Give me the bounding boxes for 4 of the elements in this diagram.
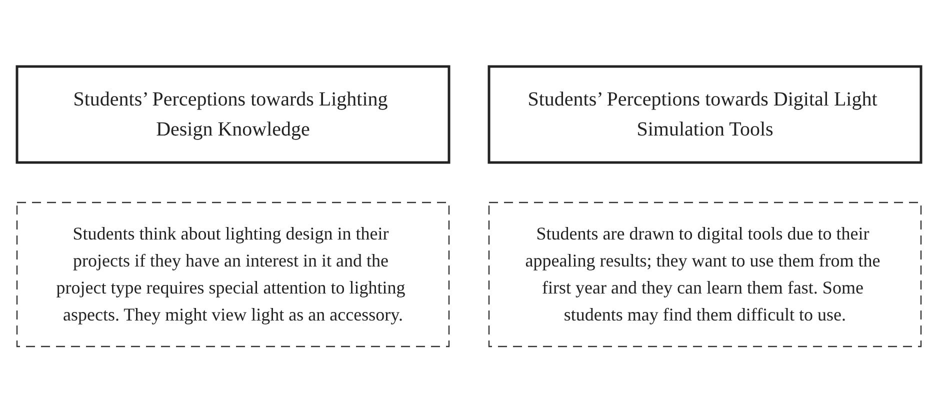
node-box: Students think about lighting design in their projects if they have an interest in it and the project type requires special attention to lighting aspects. They might view light as an accessory.	[16, 202, 450, 348]
node-box: Students’ Perceptions towards Digital Light Simulation Tools	[487, 65, 922, 164]
node-box: Students’ Perceptions towards Lighting Design Knowledge	[15, 65, 450, 164]
node-box: Students are drawn to digital tools due to their appealing results; they want to use them from the first year and they can learn them fast. Some students may find them difficult to use.	[488, 202, 922, 348]
